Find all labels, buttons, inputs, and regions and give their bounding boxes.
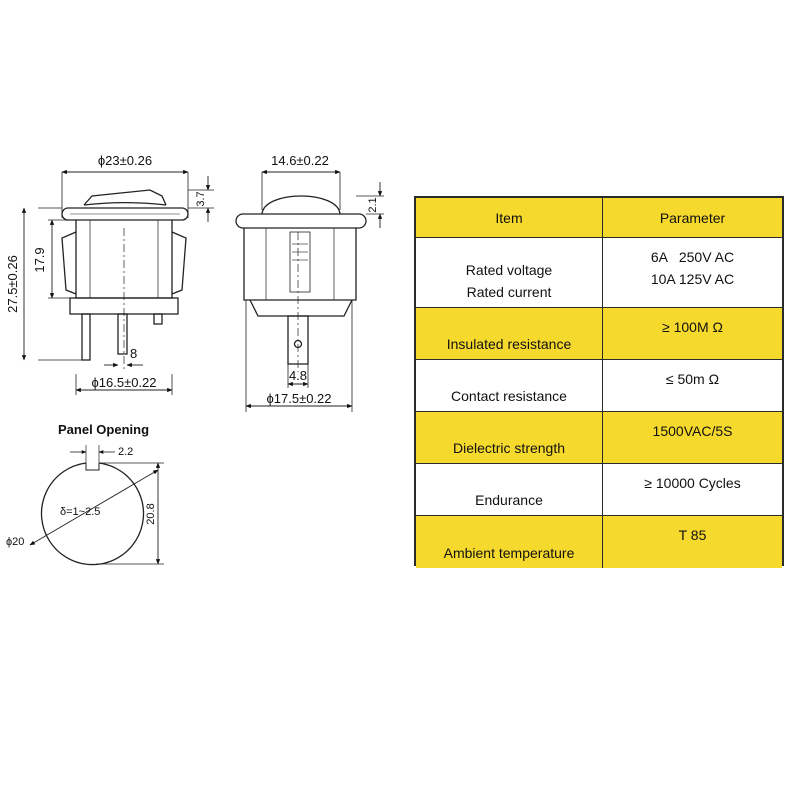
panel-notch-dim: 2.2 <box>118 446 133 458</box>
item-line: Rated voltage <box>465 262 553 278</box>
front-top-dim: 2.1 <box>367 197 379 212</box>
panel-diameter-dim: ϕ20 <box>6 536 24 548</box>
table-row-value: 1500VAC/5S <box>603 412 782 464</box>
table-row-value: ≥ 10000 Cycles <box>603 464 782 516</box>
front-view <box>235 169 384 412</box>
table-header-parameter: Parameter <box>603 198 782 238</box>
side-total-height-dim: 27.5±0.26 <box>5 255 20 313</box>
table-row-value: T 85 <box>603 516 782 568</box>
side-base-dim: ϕ16.5±0.22 <box>91 375 156 390</box>
panel-height-dim: 20.8 <box>145 503 157 524</box>
table-row-item: Insulated resistance <box>416 308 603 360</box>
table-row-value: 6A 250V AC 10A 125V AC <box>603 238 782 308</box>
side-pin-gap-dim: 8 <box>130 346 137 361</box>
value-line: 6A 250V AC <box>650 249 735 265</box>
value-line: 10A 125V AC <box>650 271 735 287</box>
table-header-item: Item <box>416 198 603 238</box>
front-width-dim: 14.6±0.22 <box>271 153 329 168</box>
panel-opening-title: Panel Opening <box>58 422 149 437</box>
side-view <box>21 169 214 395</box>
side-body-height-dim: 17.9 <box>32 247 47 272</box>
front-pin-dim: 4.8 <box>289 368 307 383</box>
panel-thickness-dim: δ=1~2.5 <box>60 506 100 518</box>
side-width-dim: ϕ23±0.26 <box>98 153 152 168</box>
table-row-item: Endurance <box>416 464 603 516</box>
item-line: Rated current <box>466 284 552 300</box>
table-row-value: ≤ 50m Ω <box>603 360 782 412</box>
front-base-dim: ϕ17.5±0.22 <box>266 391 331 406</box>
table-row-item: Dielectric strength <box>416 412 603 464</box>
panel-opening-drawing <box>29 445 164 566</box>
table-row-item: Ambient temperature <box>416 516 603 568</box>
side-top-dim: 3.7 <box>195 191 207 206</box>
table-row-value: ≥ 100M Ω <box>603 308 782 360</box>
table-row-item: Contact resistance <box>416 360 603 412</box>
